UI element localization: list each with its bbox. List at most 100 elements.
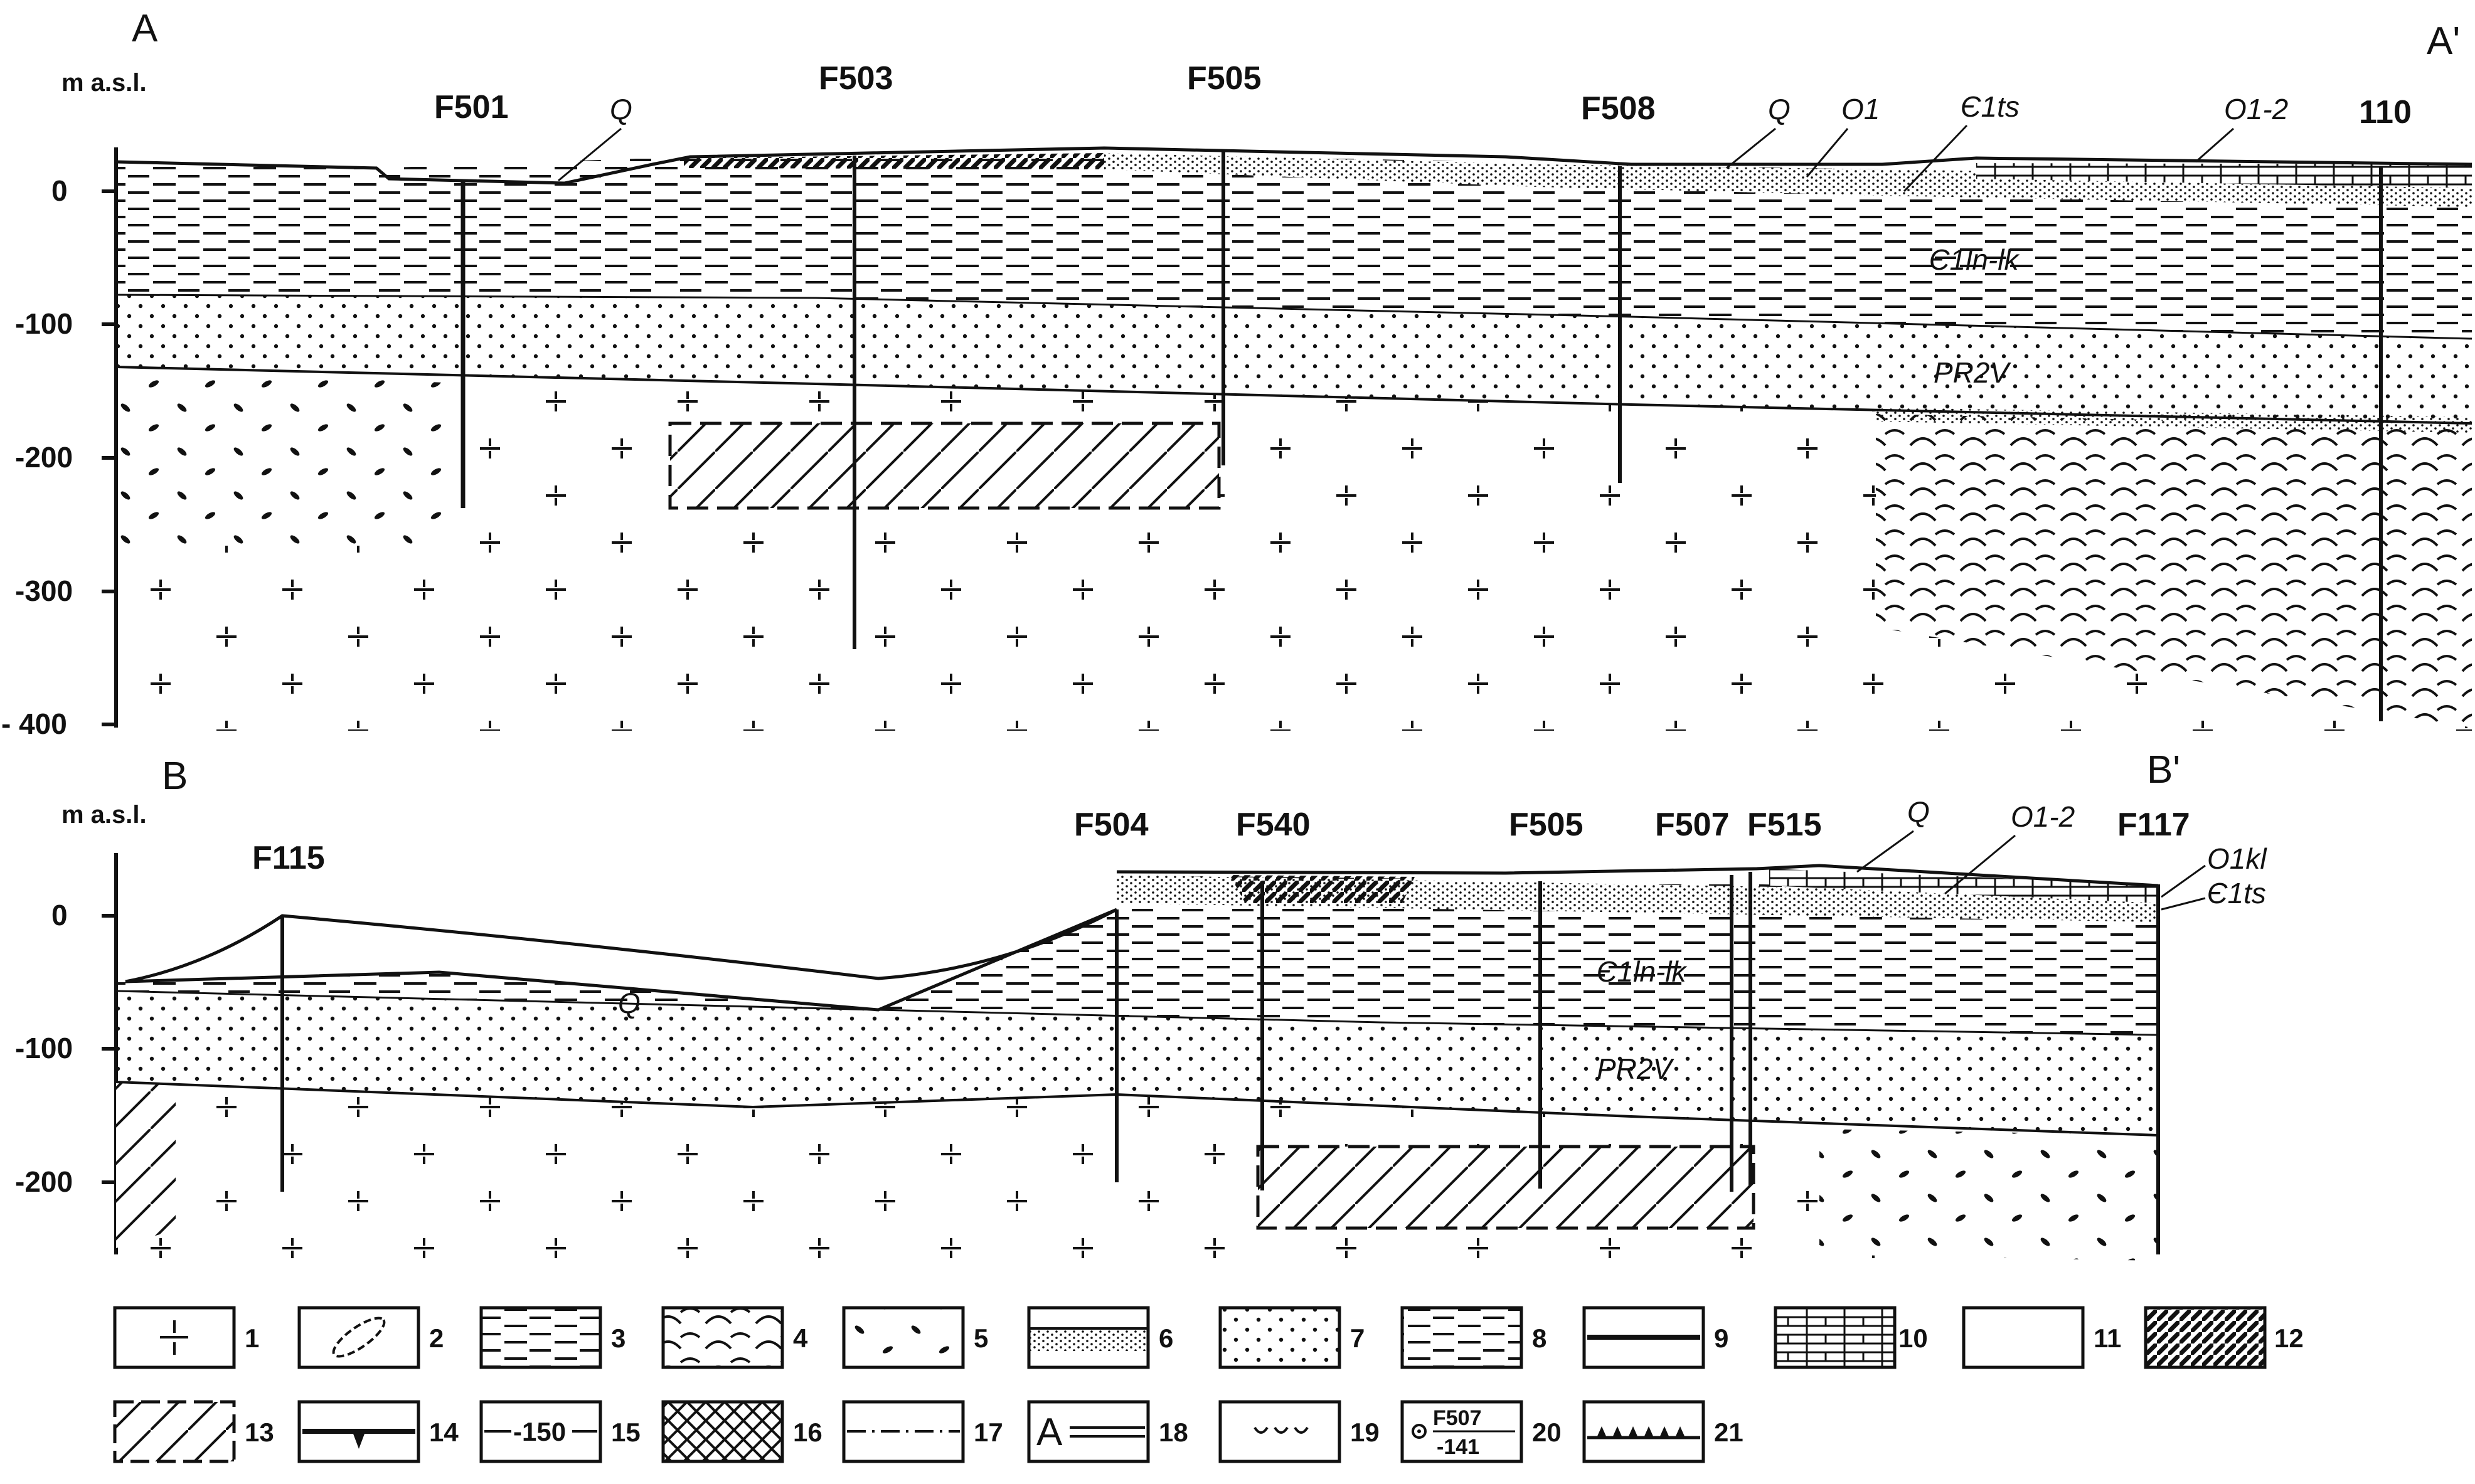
quaternary-valley <box>125 908 1118 1012</box>
svg-text:F507: F507 <box>1433 1406 1482 1430</box>
ground-surface <box>115 146 2472 185</box>
limestone <box>1976 163 2472 188</box>
stratum-label: Є1ln-lk <box>1929 243 2020 276</box>
svg-text:9: 9 <box>1714 1323 1728 1353</box>
legend-item-10: 10 <box>1774 1306 1928 1369</box>
svg-text:-141: -141 <box>1437 1435 1479 1459</box>
section-b-start-label: B <box>162 755 188 798</box>
well-label: F501 <box>434 89 509 125</box>
legend-item-1: 1 <box>113 1306 259 1369</box>
svg-text:6: 6 <box>1159 1323 1173 1353</box>
stratum-label: Q <box>618 987 641 1019</box>
stratum-label: Q <box>610 93 632 125</box>
stratum-label: O1 <box>1841 93 1880 125</box>
legend-item-11: 11 <box>1962 1306 2121 1369</box>
legend-item-9: 9 <box>1582 1306 1728 1369</box>
limestone-b <box>1769 869 2158 903</box>
well-label: F117 <box>2117 807 2190 843</box>
section-a: A A' m a.s.l. 0 -100 -200 -300 - 400 <box>1 7 2472 740</box>
legend-item-14: 14 <box>297 1400 459 1463</box>
well-label: F115 <box>252 840 325 876</box>
well-label: F507 <box>1655 807 1730 843</box>
well-label: F508 <box>1581 90 1656 127</box>
well-label: F505 <box>1509 807 1583 843</box>
svg-text:14: 14 <box>429 1418 459 1447</box>
stratum-label: Є1ln-lk <box>1597 955 1687 988</box>
svg-text:1: 1 <box>245 1323 259 1353</box>
vendian-sandstone <box>116 295 2472 423</box>
stratum-label: PR2V <box>1934 356 2011 389</box>
legend-item-17: 17 <box>842 1400 1003 1463</box>
svg-text:20: 20 <box>1532 1418 1562 1447</box>
section-b: B B' m a.s.l. 0 -100 -200 <box>15 748 2267 1261</box>
section-a-start-label: A <box>132 7 158 50</box>
legend-item-4: 4 <box>661 1306 808 1369</box>
svg-text:13: 13 <box>245 1418 274 1447</box>
svg-text:A: A <box>1036 1411 1063 1454</box>
well-label: F515 <box>1747 807 1822 843</box>
section-a-tick: - 400 <box>1 708 67 740</box>
legend: 1 2 3 4 5 6 7 8 <box>113 1306 2304 1463</box>
gneiss-body <box>119 370 445 546</box>
svg-text:2: 2 <box>429 1323 444 1353</box>
svg-text:8: 8 <box>1532 1323 1546 1353</box>
section-b-end-label: B' <box>2147 748 2180 792</box>
legend-item-2: 2 <box>297 1306 444 1369</box>
stratum-label: PR2V <box>1597 1052 1674 1085</box>
section-a-axis-unit: m a.s.l. <box>61 69 147 97</box>
legend-item-5: 5 <box>842 1306 988 1369</box>
section-b-tick: -200 <box>15 1165 73 1198</box>
svg-text:-150: -150 <box>513 1417 566 1446</box>
svg-text:15: 15 <box>611 1418 641 1447</box>
stratum-label: Q <box>1768 93 1791 125</box>
section-a-tick: -100 <box>15 307 73 340</box>
section-a-tick: -200 <box>15 441 73 474</box>
legend-item-13: 13 <box>113 1400 274 1463</box>
well-label: F503 <box>819 60 893 97</box>
svg-text:10: 10 <box>1898 1323 1928 1353</box>
svg-text:18: 18 <box>1159 1418 1188 1447</box>
dictyonema-shale-b <box>1230 875 1415 903</box>
folded-gneiss <box>1876 414 2472 728</box>
gneiss-body-b <box>1819 1129 2158 1261</box>
legend-item-21: 21 <box>1582 1400 1743 1463</box>
well-label: F504 <box>1074 807 1149 843</box>
svg-text:4: 4 <box>793 1323 808 1353</box>
svg-text:12: 12 <box>2274 1323 2304 1353</box>
well-label: F540 <box>1236 807 1311 843</box>
dictyonema-shale <box>684 153 1104 169</box>
legend-item-12: 12 <box>2144 1306 2304 1369</box>
svg-text:11: 11 <box>2094 1323 2121 1353</box>
svg-text:3: 3 <box>611 1323 625 1353</box>
legend-item-20: F507 -141 20 <box>1400 1400 1562 1463</box>
svg-text:21: 21 <box>1714 1418 1743 1447</box>
legend-item-6: 6 <box>1027 1306 1173 1369</box>
svg-text:19: 19 <box>1350 1418 1380 1447</box>
section-b-tick: 0 <box>51 899 68 931</box>
section-a-end-label: A' <box>2427 19 2460 63</box>
legend-item-3: 3 <box>479 1306 625 1369</box>
legend-item-16: 16 <box>661 1400 822 1463</box>
stratum-label: O1kl <box>2207 842 2267 875</box>
svg-text:5: 5 <box>974 1323 988 1353</box>
svg-text:17: 17 <box>974 1418 1003 1447</box>
stratum-label: O1-2 <box>2224 93 2288 125</box>
legend-item-15: -150 15 <box>479 1400 641 1463</box>
legend-item-7: 7 <box>1218 1306 1365 1369</box>
legend-item-18: A 18 <box>1027 1400 1188 1463</box>
stratum-label: O1-2 <box>2011 800 2075 833</box>
section-a-tick: 0 <box>51 174 68 207</box>
ts-sandstone <box>1104 153 2472 207</box>
cambrian-clay <box>116 153 2472 339</box>
legend-item-8: 8 <box>1400 1306 1546 1369</box>
legend-item-19: 19 <box>1218 1400 1380 1463</box>
section-a-tick: -300 <box>15 575 73 607</box>
stratum-label: Є1ts <box>1961 90 2020 123</box>
well-label: 110 <box>2359 94 2412 130</box>
svg-text:16: 16 <box>793 1418 822 1447</box>
stratum-label: Є1ts <box>2207 877 2266 909</box>
svg-text:7: 7 <box>1350 1323 1365 1353</box>
stratum-label: Q <box>1907 795 1930 828</box>
section-b-axis-unit: m a.s.l. <box>61 801 147 829</box>
